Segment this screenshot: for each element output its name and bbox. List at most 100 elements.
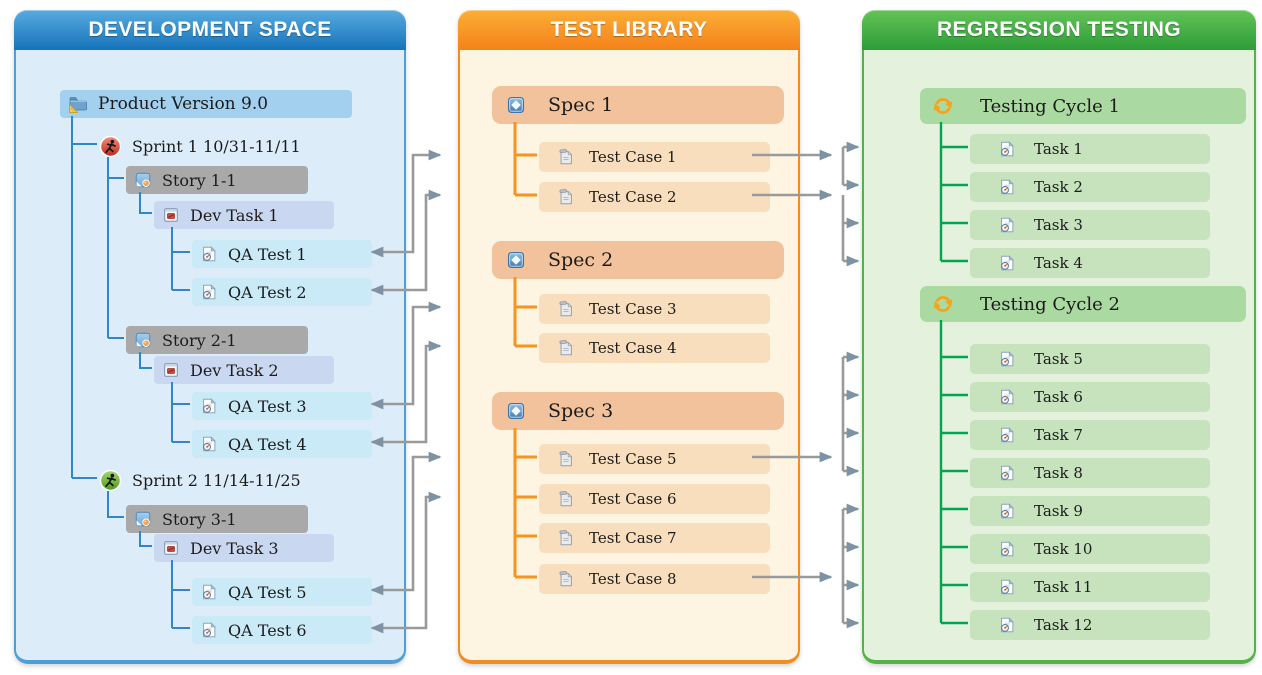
doc-gauge-icon xyxy=(998,216,1016,234)
diamond-square-icon xyxy=(506,250,526,270)
story-node: Story 3-1 xyxy=(126,505,308,533)
spec-node: Spec 1 xyxy=(492,86,784,124)
task-node: Task 7 xyxy=(970,420,1210,450)
refresh-icon xyxy=(932,293,954,315)
node-label: Task 9 xyxy=(1034,502,1083,520)
node-label: Test Case 1 xyxy=(589,148,677,166)
doc-gauge-icon xyxy=(998,426,1016,444)
doc-gauge-icon xyxy=(998,254,1016,272)
doc-gauge-icon xyxy=(200,583,218,601)
test-case-node: Test Case 6 xyxy=(539,484,770,514)
task-node: Task 12 xyxy=(970,610,1210,640)
task-node: Task 6 xyxy=(970,382,1210,412)
doc-clip-icon xyxy=(557,300,575,318)
dev-task-node: Dev Task 3 xyxy=(154,534,334,562)
test-case-node: Test Case 5 xyxy=(539,444,770,474)
node-label: Story 2-1 xyxy=(162,330,237,350)
node-label: Test Case 8 xyxy=(589,570,677,588)
testing-cycle-node: Testing Cycle 1 xyxy=(920,88,1246,124)
node-label: Test Case 5 xyxy=(589,450,677,468)
node-label: QA Test 1 xyxy=(228,244,307,264)
doc-gauge-icon xyxy=(200,283,218,301)
task-node: Task 2 xyxy=(970,172,1210,202)
node-label: QA Test 5 xyxy=(228,582,307,602)
task-node: Task 3 xyxy=(970,210,1210,240)
sprint-node: Sprint 1 10/31-11/11 xyxy=(99,134,301,158)
node-label: Task 8 xyxy=(1034,464,1083,482)
node-label: Spec 1 xyxy=(548,94,614,116)
story-node: Story 2-1 xyxy=(126,326,308,354)
node-label: Task 1 xyxy=(1034,140,1083,158)
qa-test-node: QA Test 2 xyxy=(192,278,372,306)
dev-task-icon xyxy=(162,361,180,379)
node-label: Story 1-1 xyxy=(162,170,237,190)
doc-clip-icon xyxy=(557,490,575,508)
test-case-node: Test Case 7 xyxy=(539,523,770,553)
regression-testing-header: REGRESSION TESTING xyxy=(862,10,1256,50)
node-label: Task 12 xyxy=(1034,616,1093,634)
node-label: Task 4 xyxy=(1034,254,1083,272)
doc-gauge-icon xyxy=(998,502,1016,520)
story-note-icon xyxy=(134,331,152,349)
spec-node: Spec 2 xyxy=(492,241,784,279)
task-node: Task 11 xyxy=(970,572,1210,602)
node-label: Task 7 xyxy=(1034,426,1083,444)
diamond-square-icon xyxy=(506,95,526,115)
doc-gauge-icon xyxy=(998,540,1016,558)
node-label: Dev Task 1 xyxy=(190,205,279,225)
node-label: Dev Task 3 xyxy=(190,538,279,558)
qa-test-node: QA Test 3 xyxy=(192,392,372,420)
doc-gauge-icon xyxy=(998,388,1016,406)
sprint-node: Sprint 2 11/14-11/25 xyxy=(99,468,301,492)
doc-clip-icon xyxy=(557,148,575,166)
panel-title: REGRESSION TESTING xyxy=(936,18,1182,41)
node-label: Task 3 xyxy=(1034,216,1083,234)
task-node: Task 10 xyxy=(970,534,1210,564)
node-label: Testing Cycle 1 xyxy=(980,95,1120,117)
story-node: Story 1-1 xyxy=(126,166,308,194)
doc-clip-icon xyxy=(557,188,575,206)
spec-node: Spec 3 xyxy=(492,392,784,430)
node-label: QA Test 2 xyxy=(228,282,307,302)
development-space-panel: DEVELOPMENT SPACE Product Version 9.0 Sp… xyxy=(14,10,406,664)
task-node: Task 1 xyxy=(970,134,1210,164)
story-note-icon xyxy=(134,171,152,189)
node-label: Task 5 xyxy=(1034,350,1083,368)
test-case-node: Test Case 3 xyxy=(539,294,770,324)
node-label: Task 11 xyxy=(1034,578,1093,596)
doc-gauge-icon xyxy=(998,140,1016,158)
node-label: Test Case 3 xyxy=(589,300,677,318)
qa-test-node: QA Test 5 xyxy=(192,578,372,606)
qa-test-node: QA Test 6 xyxy=(192,616,372,644)
node-label: Test Case 7 xyxy=(589,529,677,547)
test-library-panel: TEST LIBRARY Spec 1 Test Case 1 Test Cas… xyxy=(458,10,800,664)
doc-clip-icon xyxy=(557,339,575,357)
node-label: Test Case 2 xyxy=(589,188,677,206)
story-note-icon xyxy=(134,510,152,528)
doc-gauge-icon xyxy=(200,245,218,263)
doc-gauge-icon xyxy=(998,616,1016,634)
node-label: Test Case 4 xyxy=(589,339,677,357)
doc-gauge-icon xyxy=(200,435,218,453)
test-case-node: Test Case 8 xyxy=(539,564,770,594)
doc-gauge-icon xyxy=(998,178,1016,196)
test-case-node: Test Case 4 xyxy=(539,333,770,363)
node-label: QA Test 6 xyxy=(228,620,307,640)
node-label: Task 6 xyxy=(1034,388,1083,406)
qa-test-node: QA Test 4 xyxy=(192,430,372,458)
node-label: Sprint 2 11/14-11/25 xyxy=(132,470,301,490)
panel-title: TEST LIBRARY xyxy=(550,18,708,41)
doc-gauge-icon xyxy=(998,578,1016,596)
node-label: QA Test 4 xyxy=(228,434,307,454)
dev-task-icon xyxy=(162,539,180,557)
test-case-node: Test Case 2 xyxy=(539,182,770,212)
node-label: Story 3-1 xyxy=(162,509,237,529)
runner-icon xyxy=(99,469,122,492)
test-case-node: Test Case 1 xyxy=(539,142,770,172)
diamond-square-icon xyxy=(506,401,526,421)
runner-icon xyxy=(99,135,122,158)
node-label: Test Case 6 xyxy=(589,490,677,508)
node-label: Testing Cycle 2 xyxy=(980,293,1120,315)
dev-task-icon xyxy=(162,206,180,224)
